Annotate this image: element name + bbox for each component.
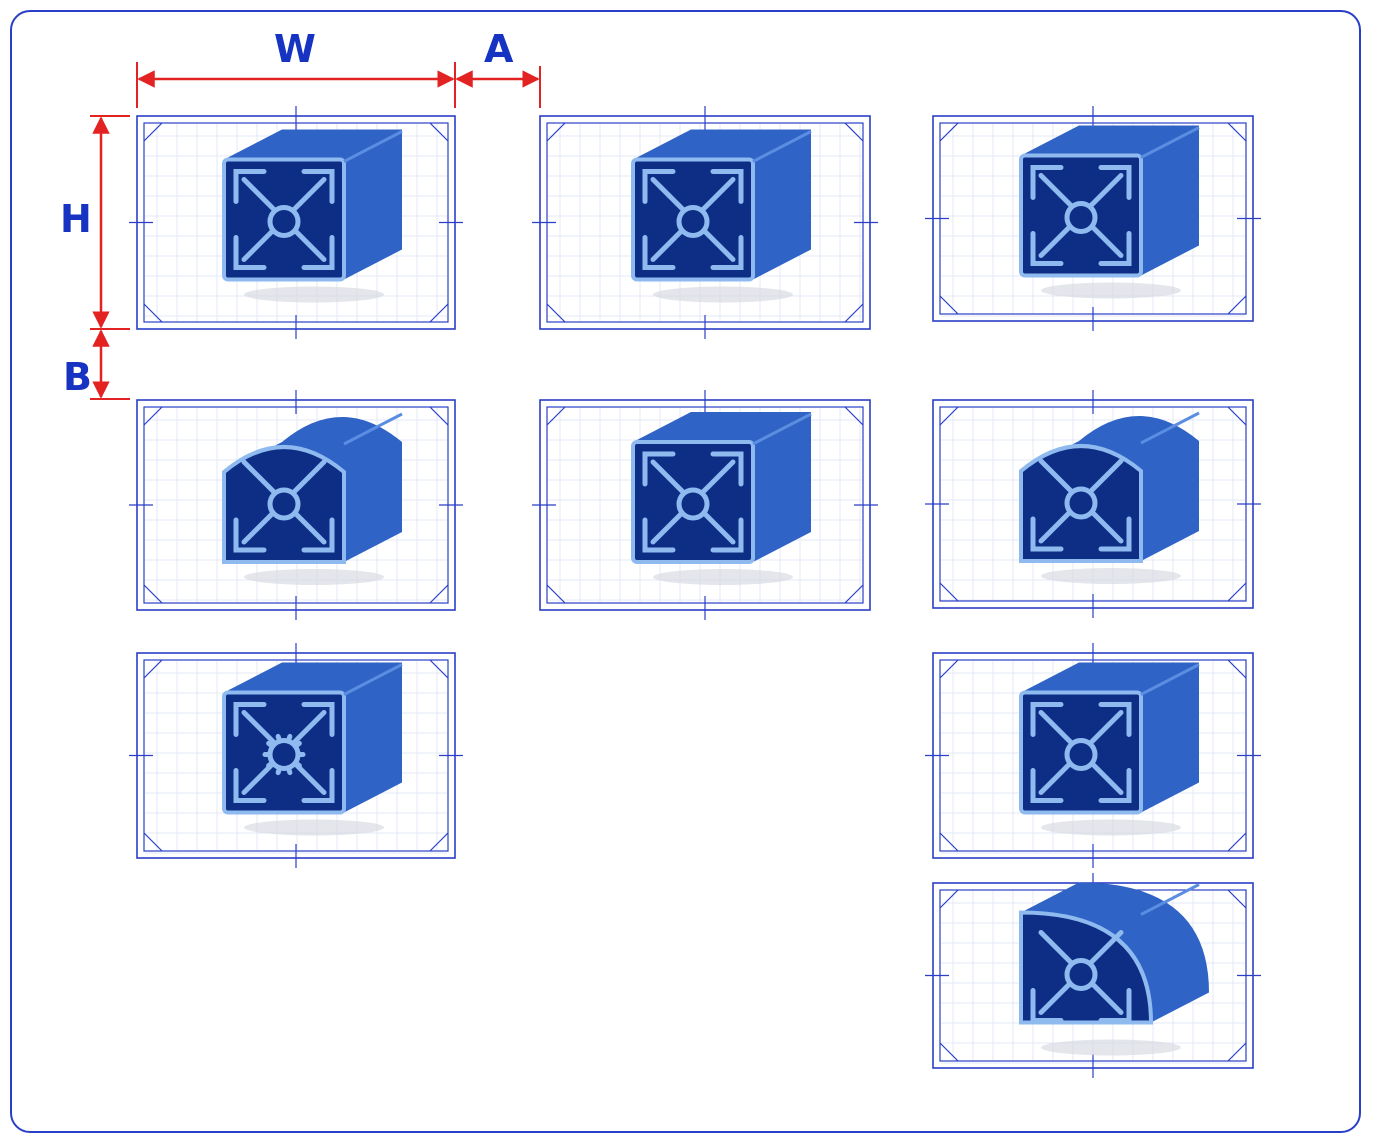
aluminum-profile-illustration <box>222 412 403 585</box>
aluminum-profile-illustration <box>631 412 812 585</box>
gap-b-dimension <box>90 329 130 400</box>
aluminum-profile-illustration <box>631 129 812 303</box>
profile-cell-3[interactable] <box>925 106 1261 331</box>
aluminum-profile-illustration <box>1019 411 1200 584</box>
profile-cell-7[interactable] <box>129 643 463 868</box>
profile-cell-6[interactable] <box>925 390 1261 618</box>
profile-cell-5[interactable] <box>532 390 878 620</box>
profile-cell-9[interactable] <box>925 873 1261 1078</box>
aluminum-profile-illustration <box>1019 882 1209 1056</box>
gap-a-dimension <box>455 66 541 108</box>
gap-b-label: B <box>63 355 92 399</box>
width-dimension <box>136 62 456 108</box>
height-label: H <box>60 197 92 241</box>
height-dimension <box>90 115 130 330</box>
profile-cell-8[interactable] <box>925 643 1261 868</box>
gap-a-label: A <box>484 27 514 71</box>
aluminum-profile-illustration <box>1019 125 1200 299</box>
aluminum-profile-illustration <box>222 662 403 836</box>
width-label: W <box>274 27 316 71</box>
profile-cell-1[interactable] <box>129 106 463 339</box>
profile-cell-4[interactable] <box>129 390 463 620</box>
profile-cell-2[interactable] <box>532 106 878 339</box>
aluminum-profile-illustration <box>1019 662 1200 836</box>
aluminum-profile-illustration <box>222 129 403 303</box>
